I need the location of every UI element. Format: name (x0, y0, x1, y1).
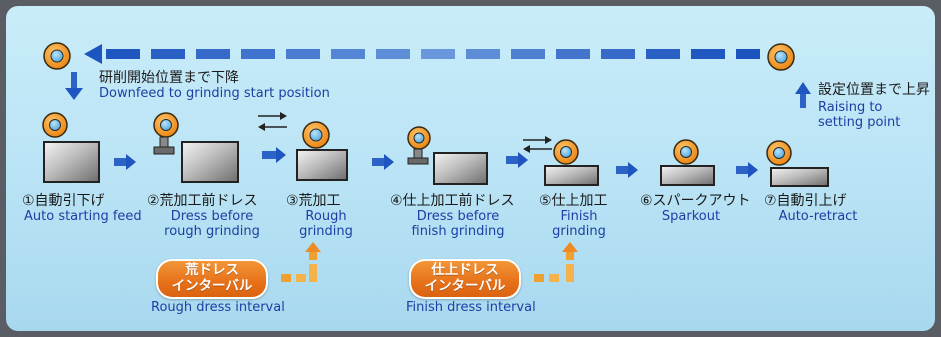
raise-label-en-2: setting point (818, 115, 901, 130)
finish-dress-interval-label: Finish dress interval (406, 300, 536, 315)
downfeed-label-en: Downfeed to grinding start position (99, 86, 330, 101)
flow-arrow-2 (262, 147, 286, 163)
return-dashed-line (84, 44, 760, 64)
rough-interval-connector (281, 242, 321, 282)
step-7-label-en: Auto-retract (778, 209, 858, 224)
step-5-label-en-1: Finish (560, 209, 598, 224)
step-6-graphic (660, 139, 715, 186)
step-5-graphic (544, 139, 599, 186)
step-3-label-jp: ③荒加工 (286, 193, 341, 209)
raise-label-jp: 設定位置まで上昇 (818, 82, 930, 98)
reciprocate-arrows-finish (523, 136, 552, 153)
step-3-graphic (296, 121, 348, 181)
grinding-wheel-raised (767, 43, 795, 71)
step-6-label-jp: ⑥スパークアウト (640, 193, 751, 209)
step-5-label-en-2: grinding (552, 224, 606, 239)
rough-dress-interval-badge: 荒ドレス インターバル (156, 259, 268, 299)
flow-arrow-6 (736, 162, 758, 178)
diagram-graphics (42, 42, 829, 282)
flow-arrow-3 (372, 154, 394, 170)
step-2-graphic (153, 112, 239, 183)
rough-badge-line-1: 荒ドレス (185, 262, 239, 278)
flow-arrow-5 (616, 162, 638, 178)
step-2-label-jp: ②荒加工前ドレス (147, 193, 258, 209)
step-1-label-en: Auto starting feed (24, 209, 142, 224)
step-1-label-jp: ①自動引下げ (22, 193, 105, 209)
grinding-cycle-diagram: 研削開始位置まで下降 Downfeed to grinding start po… (6, 6, 935, 331)
step-3-label-en-2: grinding (299, 224, 353, 239)
step-7-graphic (766, 140, 829, 187)
step-2-label-en-1: Dress before (170, 209, 254, 224)
step-1-graphic (42, 112, 100, 183)
finish-dress-interval-badge: 仕上ドレス インターバル (409, 259, 521, 299)
step-6-label-en: Sparkout (661, 209, 721, 224)
rough-badge-line-2: インターバル (171, 278, 253, 294)
finish-badge-line-1: 仕上ドレス (431, 262, 499, 278)
step-4-graphic (407, 126, 488, 185)
grinding-wheel-start (43, 42, 71, 70)
step-4-label-en-2: finish grinding (411, 224, 505, 239)
step-4-label-jp: ④仕上加工前ドレス (390, 193, 515, 209)
raise-arrow (795, 82, 811, 108)
rough-dress-interval-label: Rough dress interval (151, 300, 285, 315)
downfeed-label-jp: 研削開始位置まで下降 (99, 70, 239, 86)
flow-arrow-1 (114, 154, 136, 170)
finish-badge-line-2: インターバル (424, 278, 506, 294)
finish-interval-connector (534, 242, 578, 282)
flow-arrow-4 (506, 152, 528, 168)
step-7-label-jp: ⑦自動引上げ (764, 193, 847, 209)
step-3-label-en-1: Rough (305, 209, 347, 224)
step-5-label-jp: ⑤仕上加工 (539, 193, 608, 209)
step-4-label-en-1: Dress before (416, 209, 500, 224)
reciprocate-arrows-rough (258, 112, 287, 131)
raise-label-en-1: Raising to (818, 100, 883, 115)
downfeed-arrow (65, 72, 83, 100)
step-2-label-en-2: rough grinding (164, 224, 260, 239)
